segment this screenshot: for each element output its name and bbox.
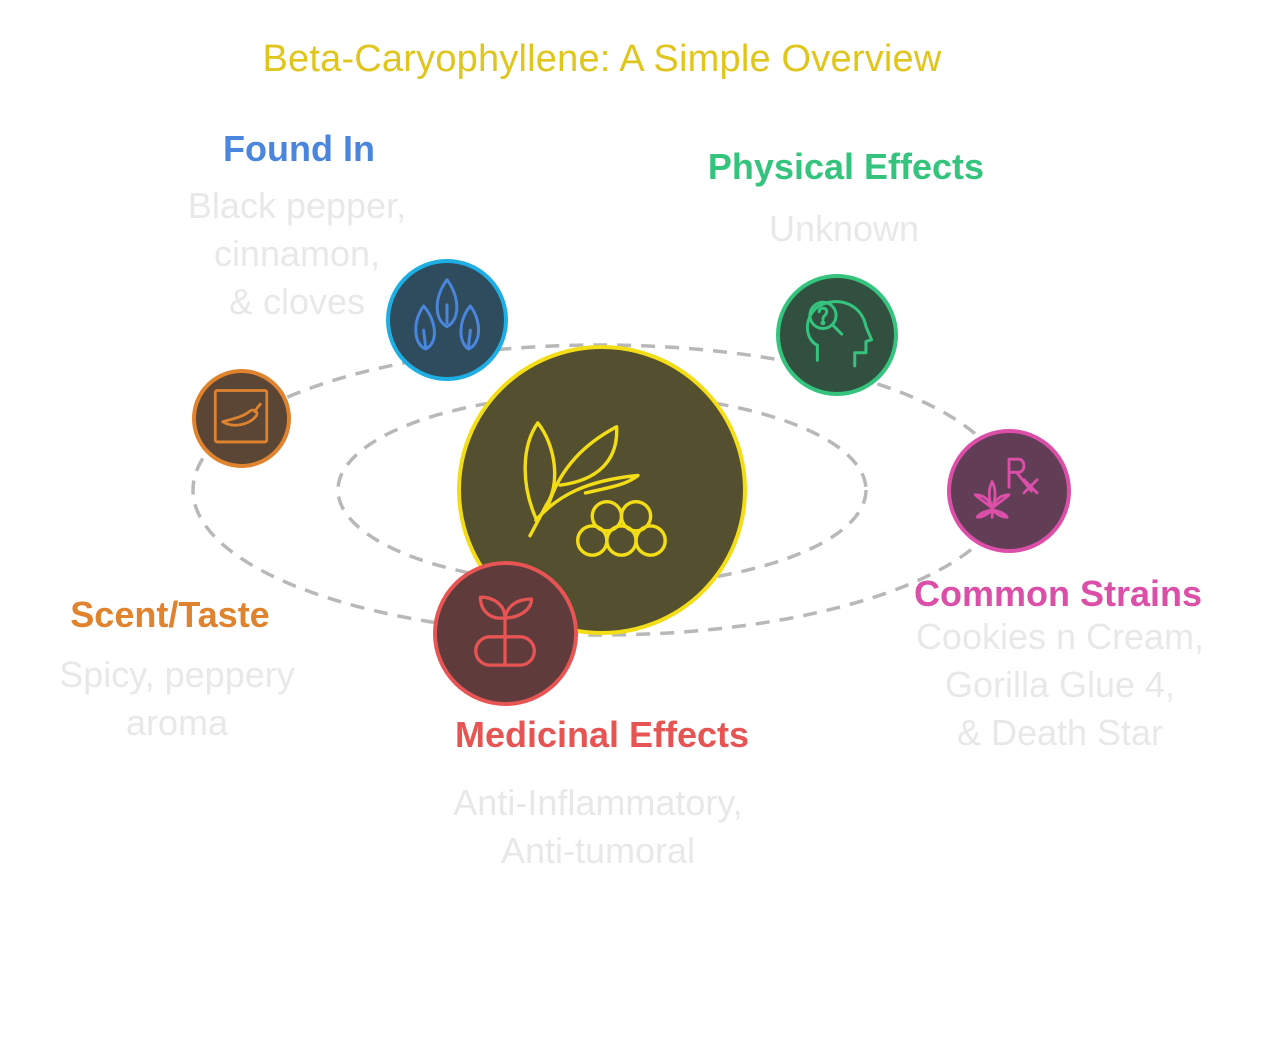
cannabis-rx-icon (973, 457, 1039, 519)
common-strains-heading: Common Strains (913, 573, 1203, 614)
medicinal-effects-line: Anti-Inflammatory, (453, 782, 743, 823)
scent-taste-line: Spicy, peppery (59, 654, 295, 695)
medicinal-effects-line: Anti-tumoral (500, 830, 696, 871)
head-question-icon (806, 300, 874, 368)
found-in-line: cinnamon, (213, 233, 381, 274)
medicinal-effects-heading: Medicinal Effects (454, 714, 750, 755)
leaves-and-berries-icon (523, 421, 667, 557)
scent-taste-node (192, 369, 291, 468)
physical-effects-description: Unknown (744, 205, 944, 253)
scent-taste-heading: Scent/Taste (70, 594, 270, 635)
common-strains-line: Gorilla Glue 4, (944, 664, 1176, 705)
physical-effects-node (776, 274, 898, 396)
found-in-description: Black pepper, cinnamon, & cloves (147, 182, 447, 326)
sprout-capsule-icon (474, 595, 536, 667)
found-in-line: Black pepper, (187, 185, 407, 226)
common-strains-line: Cookies n Cream, (915, 616, 1205, 657)
found-in-line: & cloves (228, 281, 366, 322)
diagram-title: Beta-Caryophyllene: A Simple Overview (262, 38, 942, 80)
found-in-heading: Found In (223, 128, 375, 169)
chili-pepper-icon (213, 389, 269, 444)
found-in-node (386, 259, 508, 381)
common-strains-node (947, 429, 1071, 553)
scent-taste-description: Spicy, peppery aroma (37, 651, 317, 747)
common-strains-description: Cookies n Cream, Gorilla Glue 4, & Death… (890, 613, 1230, 757)
seeds-icon (414, 278, 481, 351)
medicinal-effects-node (433, 561, 578, 706)
common-strains-line: & Death Star (956, 712, 1164, 753)
scent-taste-line: aroma (125, 702, 229, 743)
physical-effects-line: Unknown (768, 208, 920, 249)
physical-effects-heading: Physical Effects (707, 146, 985, 187)
medicinal-effects-description: Anti-Inflammatory, Anti-tumoral (418, 779, 778, 875)
